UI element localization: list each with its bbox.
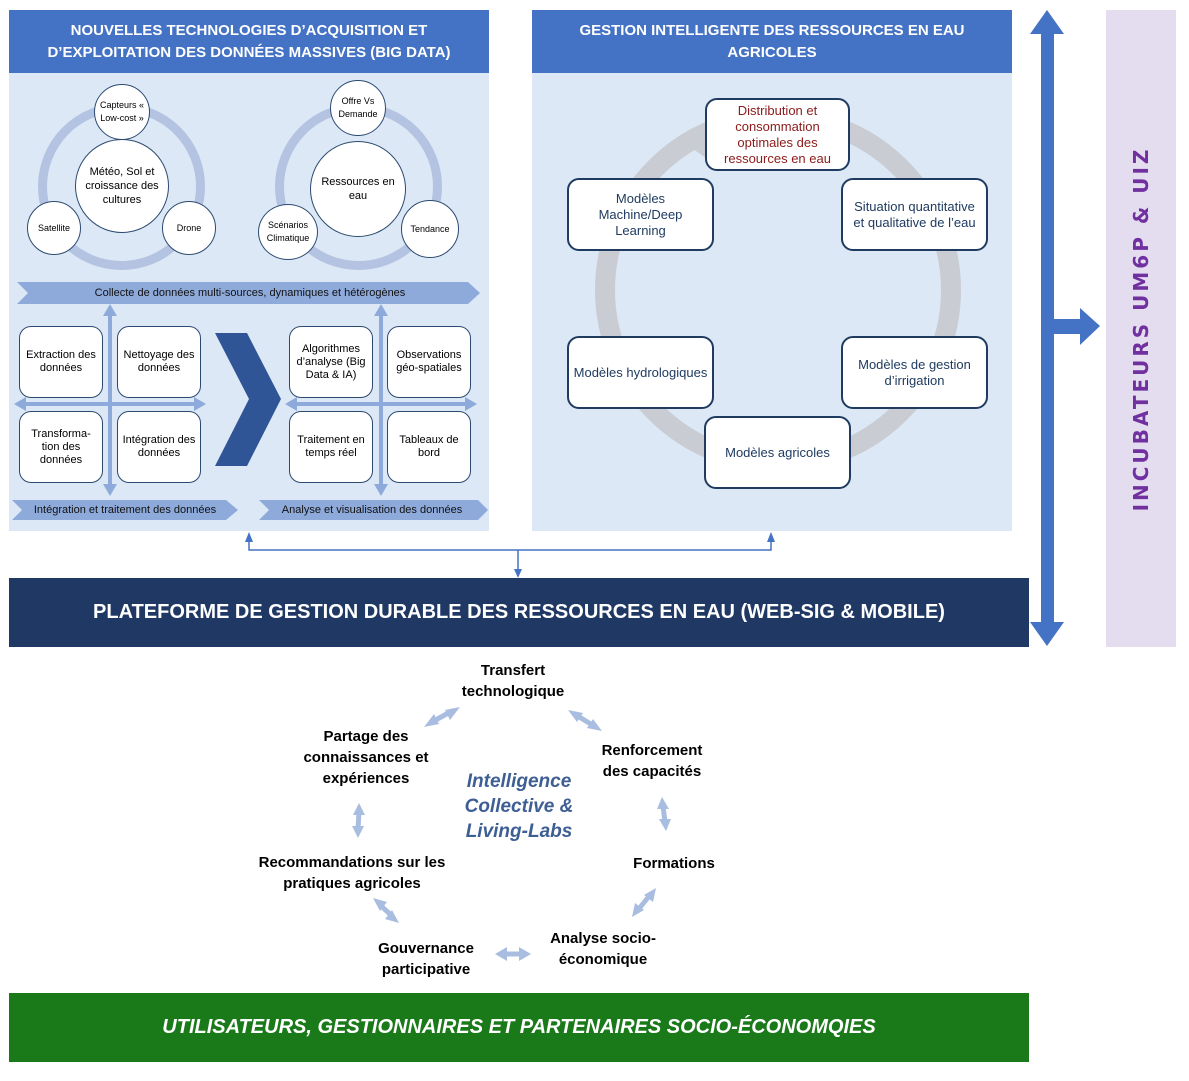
cycle-distribution: Distribution et consommation optimales d…: [705, 98, 850, 171]
platform-bar: PLATEFORME DE GESTION DURABLE DES RESSOU…: [9, 578, 1029, 647]
transformation-box: Transforma-tion des données: [19, 411, 103, 483]
cycle-water-situation: Situation quantitative et qualitative de…: [841, 178, 988, 251]
cycle-agricultural-models: Modèles agricoles: [704, 416, 851, 489]
cluster2-center: Ressources en eau: [310, 141, 406, 237]
cycle-irrigation-models: Modèles de gestion d’irrigation: [841, 336, 988, 409]
water-management-title: GESTION INTELLIGENTE DES RESSOURCES EN E…: [532, 10, 1012, 73]
collective-item-partage: Partage des connaissances et expériences: [303, 728, 429, 787]
collective-item-transfert: Transfert technologique: [461, 662, 565, 700]
cluster2-right: Tendance: [401, 200, 459, 258]
tableaux-box: Tableaux de bord: [387, 411, 471, 483]
collective-item-renforcement: Renforcement des capacités: [601, 742, 703, 780]
integration-box: Intégration des données: [117, 411, 201, 483]
users-bar: UTILISATEURS, GESTIONNAIRES ET PARTENAIR…: [9, 993, 1029, 1062]
extraction-box: Extraction des données: [19, 326, 103, 398]
incubators-panel: INCUBATEURS UM6P & UIZ: [1106, 10, 1176, 647]
cluster1-right: Drone: [162, 201, 216, 255]
cluster2-top: Offre Vs Demande: [330, 80, 386, 136]
collective-center-title: Intelligence Collective & Living-Labs: [464, 771, 574, 842]
cluster2-left: Scénarios Climatique: [258, 204, 318, 260]
analysis-band: Analyse et visualisation des données: [281, 504, 463, 516]
cycle-hydrological-models: Modèles hydrologiques: [567, 336, 714, 409]
cycle-ml-models: Modèles Machine/Deep Learning: [567, 178, 714, 251]
cluster1-top: Capteurs « Low-cost »: [94, 84, 150, 140]
nettoyage-box: Nettoyage des données: [117, 326, 201, 398]
collective-item-formations: Formations: [633, 855, 715, 872]
observations-box: Observations géo-spatiales: [387, 326, 471, 398]
collective-item-recommandations: Recommandations sur les pratiques agrico…: [258, 854, 446, 892]
algorithmes-box: Algorithmes d’analyse (Big Data & IA): [289, 326, 373, 398]
traitement-box: Traitement en temps réel: [289, 411, 373, 483]
integration-band: Intégration et traitement des données: [33, 504, 217, 516]
collect-band: Collecte de données multi-sources, dynam…: [94, 287, 406, 299]
cluster1-left: Satellite: [27, 201, 81, 255]
big-data-title: NOUVELLES TECHNOLOGIES D’ACQUISITION ET …: [9, 10, 489, 73]
collective-item-analyse: Analyse socio-économique: [550, 930, 656, 968]
collective-item-gouvernance: Gouvernance participative: [378, 940, 474, 978]
